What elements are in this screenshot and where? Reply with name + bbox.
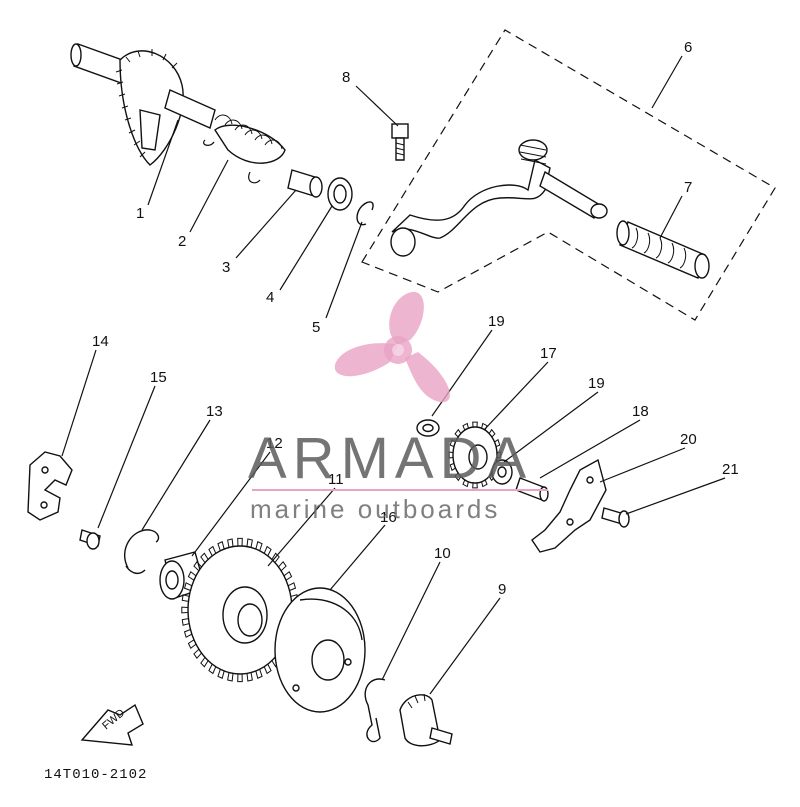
pinion-part-9 (399, 693, 453, 747)
kick-shaft-part-1 (70, 43, 216, 166)
kick-crank-group-6 (361, 29, 776, 321)
watermark-brand: ARMADA (248, 426, 532, 491)
gear-tooth (227, 538, 234, 548)
callout-3: 3 (222, 259, 230, 276)
gear-tooth (472, 482, 478, 489)
drum-part-16 (274, 587, 366, 713)
gear-tooth (496, 451, 502, 459)
screw-part-15 (79, 529, 101, 550)
callout-10: 10 (434, 545, 451, 562)
screw-part-21 (601, 507, 630, 528)
callout-17: 17 (540, 345, 557, 362)
gear-tooth (200, 657, 209, 668)
leader-lines (61, 55, 726, 695)
circlip-part-5 (356, 201, 374, 226)
gear-tooth (263, 663, 272, 675)
gear-tooth (208, 545, 217, 557)
gear-tooth (255, 541, 263, 551)
gear-tooth (217, 541, 225, 551)
bolt-part-8 (391, 123, 409, 161)
washer-part-19-right (491, 459, 513, 485)
gear-tooth (183, 582, 193, 591)
watermark-tagline: marine outboards (250, 494, 500, 524)
callout-5: 5 (312, 319, 320, 336)
callout-8: 8 (342, 69, 350, 86)
gear-tooth (200, 552, 209, 563)
gear-tooth (263, 545, 272, 557)
callout-4: 4 (266, 289, 274, 306)
callout-20: 20 (680, 431, 697, 448)
gear-tooth (494, 438, 501, 448)
gear-part-11 (181, 537, 299, 683)
gear-tooth (283, 570, 293, 581)
callout-18: 18 (632, 403, 649, 420)
gear-part-17 (448, 421, 502, 489)
grip-part-7 (616, 220, 710, 279)
callout-6: 6 (684, 39, 692, 56)
spring-part-2 (203, 114, 286, 184)
gear-tooth (454, 428, 462, 438)
bushing-part-3 (287, 169, 323, 198)
gear-tooth (237, 673, 243, 683)
gear-tooth (227, 672, 234, 682)
gear-tooth (448, 451, 454, 459)
gear-tooth (183, 629, 193, 638)
gear-tooth (462, 422, 469, 431)
gear-tooth (462, 479, 469, 488)
gear-tooth (246, 538, 253, 548)
callout-12: 12 (266, 435, 283, 452)
gear-tooth (181, 594, 190, 602)
callout-13: 13 (206, 403, 223, 420)
washer-part-4 (327, 177, 353, 211)
callout-15: 15 (150, 369, 167, 386)
callout-labels: 1 2 3 4 5 6 7 8 9 10 11 12 13 14 15 16 1… (92, 39, 739, 598)
gear-tooth (187, 570, 197, 581)
gear-tooth (237, 537, 243, 547)
washer-part-19-left (416, 419, 440, 437)
gear-tooth (255, 669, 263, 679)
circlip-part-13 (123, 529, 160, 575)
callout-19-left: 19 (488, 313, 505, 330)
gear-tooth (449, 438, 456, 448)
gear-tooth (287, 582, 297, 591)
gear-tooth (181, 618, 190, 626)
plate-part-14 (27, 451, 73, 521)
gear-tooth (217, 669, 225, 679)
watermark: ARMADA marine outboards (248, 291, 548, 524)
drawing-code: 14T010-2102 (44, 767, 147, 783)
callout-1: 1 (136, 205, 144, 222)
propeller-logo-icon (334, 291, 450, 403)
guide-part-20 (531, 458, 607, 553)
callout-2: 2 (178, 233, 186, 250)
gear-tooth (449, 462, 456, 472)
forward-arrow-icon: FWD (80, 703, 144, 746)
gear-tooth (181, 606, 189, 614)
gear-tooth (472, 421, 478, 428)
gear-tooth (208, 663, 217, 675)
gear-tooth (246, 672, 253, 682)
callout-16: 16 (380, 509, 397, 526)
callout-11: 11 (328, 471, 344, 488)
gear-tooth (481, 479, 488, 488)
callout-9: 9 (498, 581, 506, 598)
gear-tooth (193, 560, 202, 572)
gear-tooth (278, 560, 287, 572)
callout-19-right: 19 (588, 375, 605, 392)
callout-14: 14 (92, 333, 109, 350)
callout-7: 7 (684, 179, 692, 196)
gear-tooth (488, 428, 496, 438)
callout-21: 21 (722, 461, 739, 478)
gear-tooth (193, 648, 202, 660)
spring-clip-part-10 (364, 678, 386, 743)
gear-tooth (187, 639, 197, 650)
gear-tooth (454, 472, 462, 482)
